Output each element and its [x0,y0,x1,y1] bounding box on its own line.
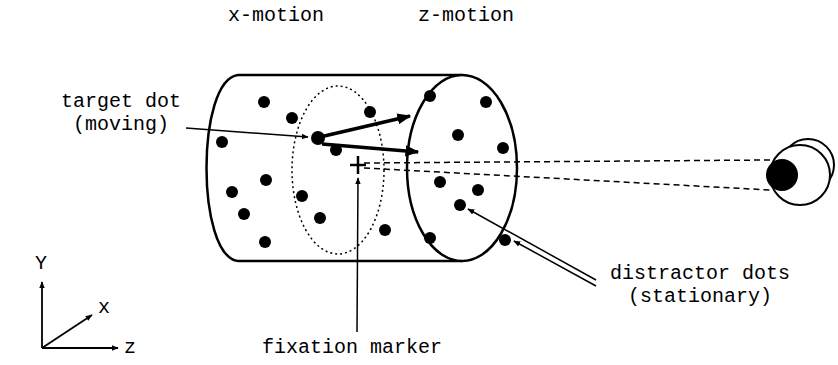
leader-line [514,241,596,286]
z-motion-arrow [322,144,418,152]
annotation-label: Y [35,252,47,275]
leader-line [357,178,358,332]
label-holder: x [98,296,110,319]
label-holder: Y [35,252,47,275]
label-holder: fixation marker [262,336,442,359]
annotation-label: fixation marker [262,336,442,359]
annotation-label: z-motion [418,4,514,27]
annotation-label: x [98,296,110,319]
leader-line [468,209,596,280]
annotation-label: distractor dots (stationary) [600,262,800,308]
annotation-label: target dot (moving) [55,90,187,136]
label-holder: distractor dots (stationary) [600,262,800,308]
axes [42,282,118,348]
annotation-label: x-motion [228,4,324,27]
label-holder: x-motion [228,4,324,27]
label-holder: z [124,336,136,359]
label-holder: target dot (moving) [55,90,187,136]
x-motion-arrow [320,116,410,137]
leader-line [186,128,308,137]
annotation-label: z [124,336,136,359]
line-of-sight [364,160,770,190]
distractor-dots [216,90,511,248]
fixation-cross [350,156,366,174]
label-holder: z-motion [418,4,514,27]
pupil [766,159,798,191]
dotted-ellipse [292,86,384,254]
cylinder-end [407,75,517,261]
